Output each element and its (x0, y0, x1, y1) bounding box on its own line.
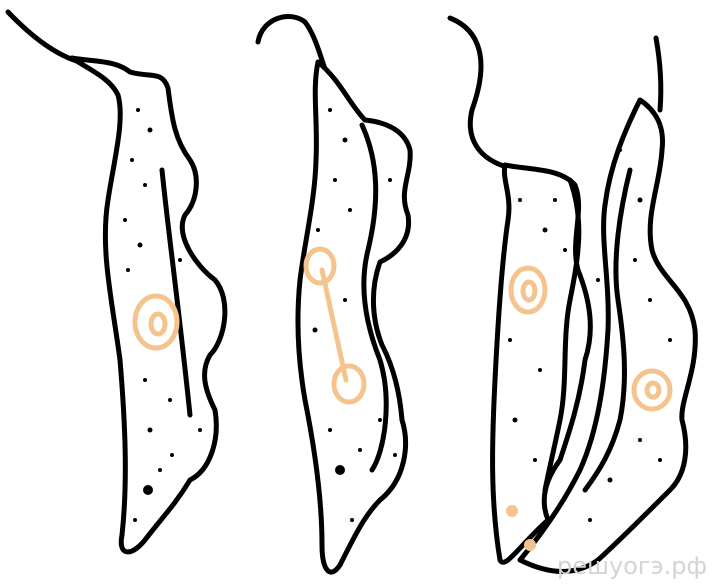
cell-dividing-nucleus-bottom (331, 363, 367, 405)
cell-separating-nucleus-right-inner (644, 380, 662, 400)
cell-separating-membrane-right (582, 167, 633, 493)
cell-single-body (69, 55, 228, 555)
cell-separating-kinetoplast-2 (524, 539, 536, 551)
cell-dividing-body (295, 59, 413, 575)
cell-separating-flagellum-right (653, 35, 664, 113)
cell-separating-membrane-left (542, 177, 582, 493)
cell-separating-kinetoplast-1 (506, 505, 518, 517)
cell-separating-flagellum-left (447, 15, 513, 171)
watermark: решуогэ.рф (556, 552, 707, 580)
cell-single (5, 9, 228, 555)
cell-dividing-nucleus-link (319, 267, 349, 383)
cell-separating-body-right (517, 97, 698, 575)
cell-dividing-membrane (359, 122, 389, 473)
cell-separating-body-left (490, 162, 593, 565)
cell-dividing-specks (312, 108, 397, 522)
cell-single-specks (123, 108, 202, 522)
cell-separating-nucleus-right-outer (631, 368, 673, 412)
cell-single-membrane (159, 167, 193, 418)
cell-single-nucleus-inner (148, 311, 168, 337)
cell-dividing (255, 14, 413, 575)
cell-dividing-flagellum (255, 14, 329, 75)
cell-separating (447, 15, 698, 575)
cell-separating-nucleus-left-inner (520, 279, 538, 303)
cell-separating-specks (508, 148, 672, 522)
cell-single-flagellum (5, 9, 83, 65)
cell-separating-nucleus-left-outer (508, 265, 548, 315)
cell-dividing-nucleus-top (303, 246, 337, 286)
cell-single-nucleus-outer (132, 293, 180, 351)
